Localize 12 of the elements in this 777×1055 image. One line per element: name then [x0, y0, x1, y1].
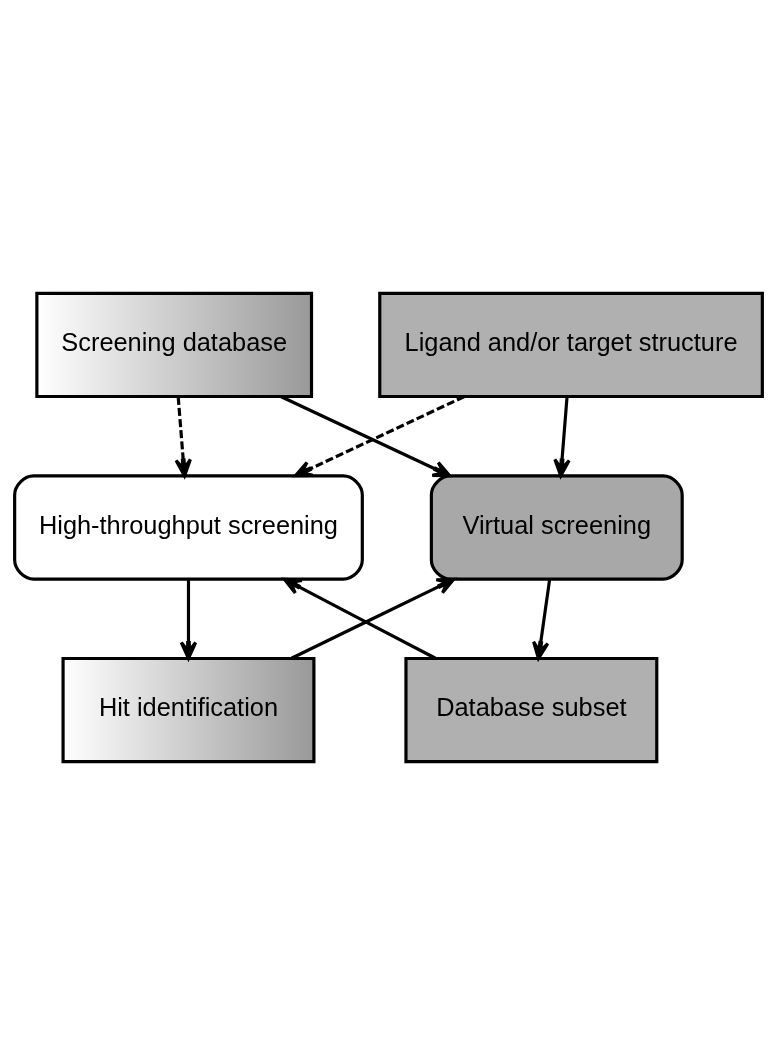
node-box: Virtual screening: [429, 474, 684, 581]
arrow: [553, 396, 571, 478]
arrow: [179, 579, 198, 660]
node-box: Ligand and/or target structure: [378, 291, 764, 399]
arrow: [174, 396, 192, 478]
node-box: Hit identification: [61, 656, 316, 764]
node-box: Screening database: [35, 291, 314, 399]
arrow: [532, 579, 552, 660]
node-box: Database subset: [404, 656, 659, 764]
arrow: [282, 577, 437, 660]
node-box: High-throughput screening: [13, 474, 364, 581]
arrow: [290, 577, 456, 660]
